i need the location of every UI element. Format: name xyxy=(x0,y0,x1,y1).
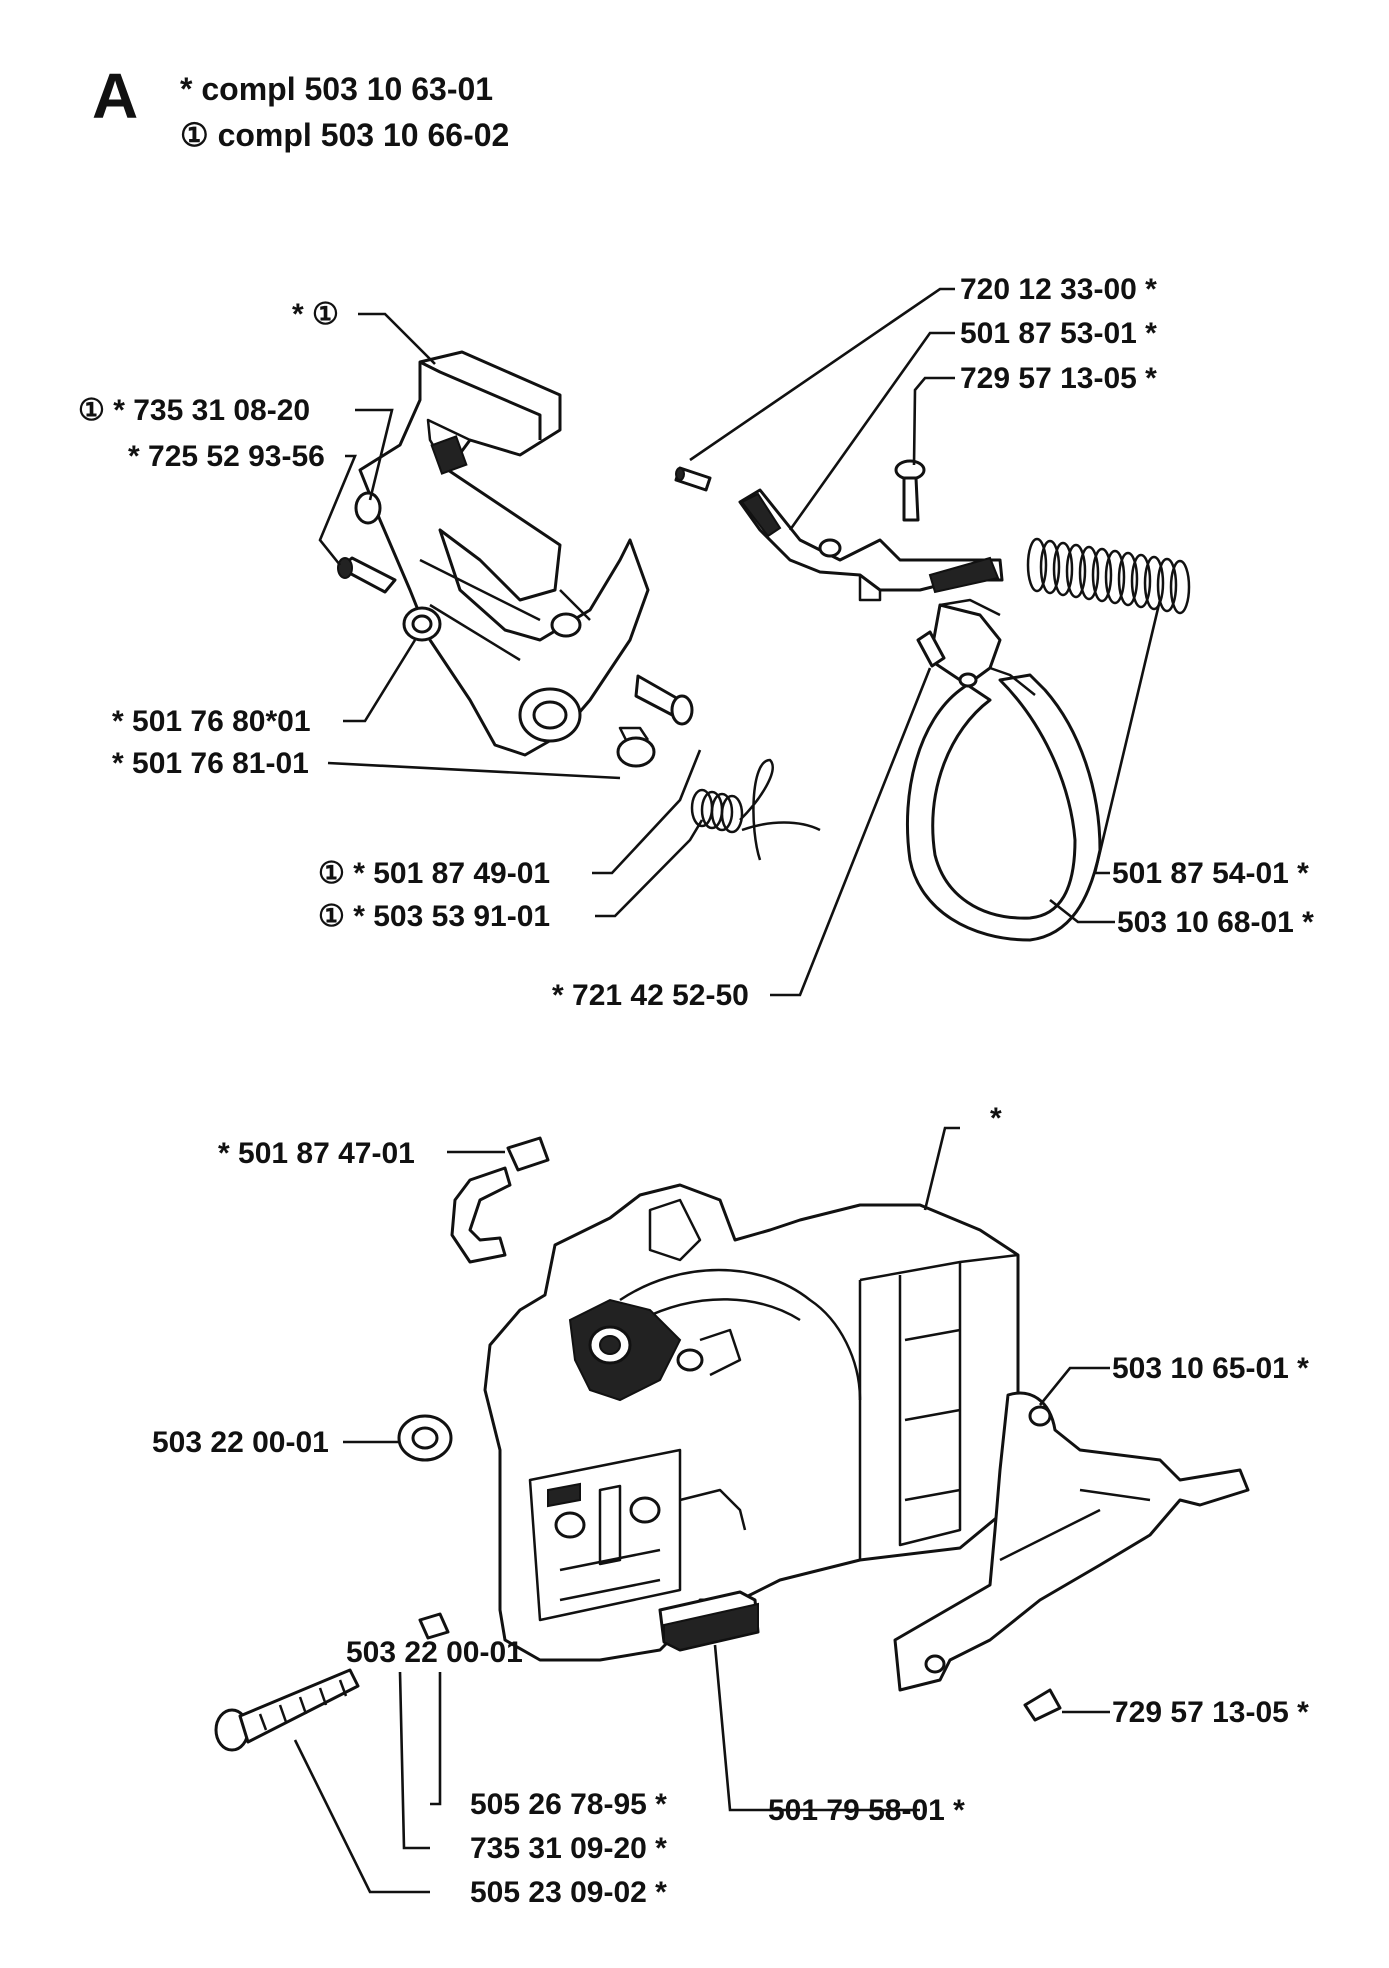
label-505-26-78-95: 505 26 78-95 * xyxy=(470,1788,667,1821)
label-735-31-08-20: ① * 735 31 08-20 xyxy=(78,394,310,427)
label-729-57-13-05-bottom: 729 57 13-05 * xyxy=(1112,1696,1309,1729)
label-503-10-65-01: 503 10 65-01 * xyxy=(1112,1352,1309,1385)
label-503-22-00-01-a: 503 22 00-01 xyxy=(152,1426,329,1459)
header-line-1: * compl 503 10 63-01 xyxy=(180,71,493,107)
label-729-57-13-05-top: 729 57 13-05 * xyxy=(960,362,1157,395)
label-501-87-53-01: 501 87 53-01 * xyxy=(960,317,1157,350)
label-503-53-91-01: ① * 503 53 91-01 xyxy=(318,900,550,933)
label-503-10-68-01: 503 10 68-01 * xyxy=(1117,906,1314,939)
label-501-76-80-01: * 501 76 80*01 xyxy=(112,705,311,738)
brake-handle-drawing xyxy=(337,350,821,861)
label-501-87-47-01: * 501 87 47-01 xyxy=(218,1137,415,1170)
leader-lines xyxy=(293,287,1162,1894)
section-letter: A xyxy=(92,60,138,132)
label-505-23-09-02: 505 23 09-02 * xyxy=(470,1876,667,1909)
label-501-79-58-01: 501 79 58-01 * xyxy=(768,1794,965,1827)
label-501-76-81-01: * 501 76 81-01 xyxy=(112,747,309,780)
label-501-87-49-01: ① * 501 87 49-01 xyxy=(318,857,550,890)
label-725-52-93-56: * 725 52 93-56 xyxy=(128,440,325,473)
label-501-87-54-01: 501 87 54-01 * xyxy=(1112,857,1309,890)
brake-lever-drawing xyxy=(674,459,1191,942)
label-503-22-00-01-b: 503 22 00-01 xyxy=(346,1636,523,1669)
label-721-42-52-50: * 721 42 52-50 xyxy=(552,979,749,1012)
label-735-31-09-20: 735 31 09-20 * xyxy=(470,1832,667,1865)
label-720-12-33-00: 720 12 33-00 * xyxy=(960,273,1157,306)
header-line-2: ① compl 503 10 66-02 xyxy=(180,117,509,153)
label-cover-star: * xyxy=(990,1102,1002,1135)
part-labels: * ① ① * 735 31 08-20 * 725 52 93-56 * 50… xyxy=(78,273,1314,1909)
clutch-cover-drawing xyxy=(214,1136,1250,1752)
label-brake-handle: * ① xyxy=(292,298,339,331)
